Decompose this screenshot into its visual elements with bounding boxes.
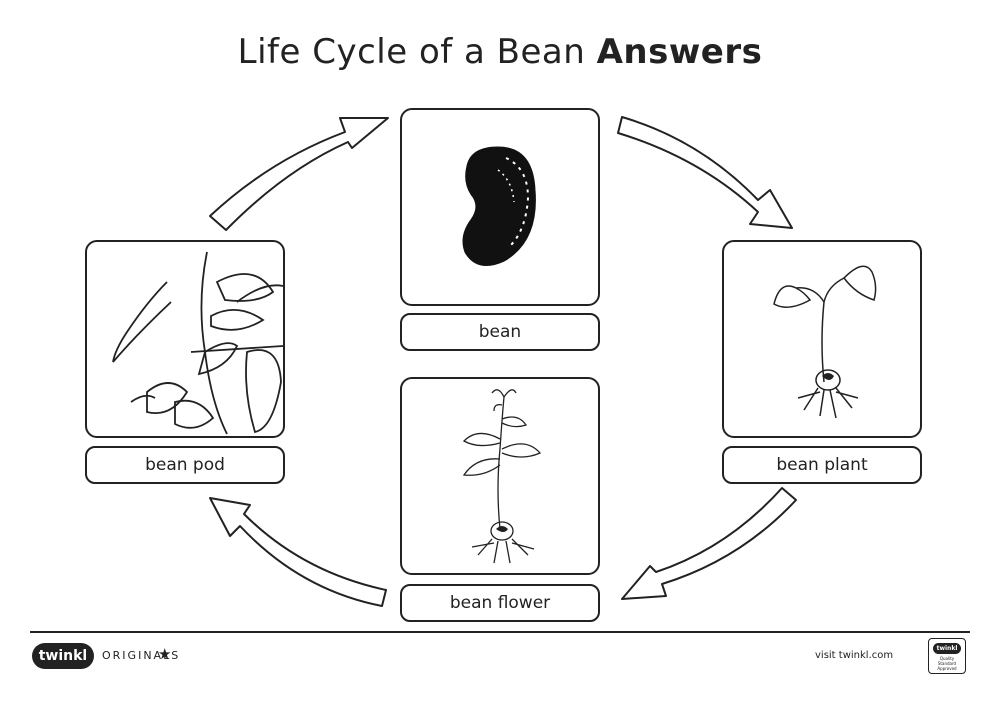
- arrow-flower-to-pod: [209, 497, 387, 607]
- card-bean-flower: [400, 377, 600, 575]
- label-bean-pod: bean pod: [85, 446, 285, 484]
- arrow-pod-to-bean: [209, 117, 389, 231]
- card-bean-plant: [722, 240, 922, 438]
- badge-logo: twinkl: [933, 643, 961, 654]
- title-bold: Answers: [596, 32, 763, 72]
- bean-flower-illustration: [462, 389, 542, 564]
- page-title: Life Cycle of a Bean Answers: [0, 32, 1000, 72]
- badge-text: Quality Standard Approved: [937, 656, 957, 671]
- label-bean-plant: bean plant: [722, 446, 922, 484]
- quality-badge: twinkl Quality Standard Approved: [928, 638, 966, 674]
- label-bean: bean: [400, 313, 600, 351]
- originals-label: ORIGINALS: [102, 649, 181, 662]
- card-bean: [400, 108, 600, 306]
- bean-pod-illustration: [112, 251, 284, 435]
- footer-divider: [30, 631, 970, 633]
- visit-link[interactable]: visit twinkl.com: [815, 650, 894, 661]
- card-bean-pod: [85, 240, 285, 438]
- arrow-bean-to-plant: [617, 116, 793, 229]
- star-icon: ★: [158, 645, 172, 663]
- bean-plant-illustration: [773, 265, 877, 419]
- title-regular: Life Cycle of a Bean: [237, 32, 597, 72]
- bean-seed-illustration: [462, 146, 536, 266]
- arrow-plant-to-flower: [621, 487, 797, 600]
- label-bean-flower: bean flower: [400, 584, 600, 622]
- twinkl-logo: twinkl: [32, 643, 94, 669]
